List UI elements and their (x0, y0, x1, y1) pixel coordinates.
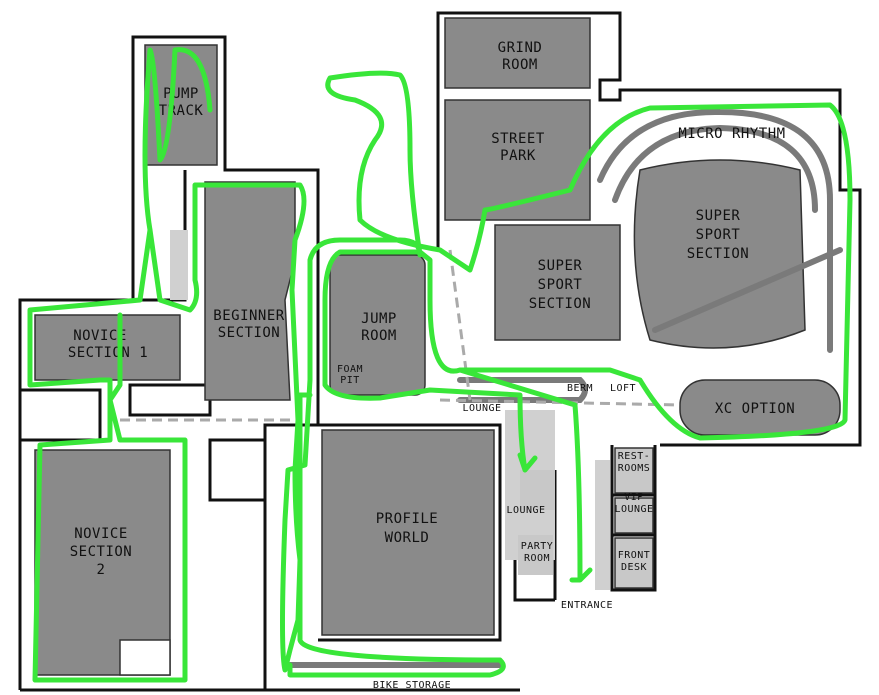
novice-section-2 (34, 449, 171, 676)
lounge-room (520, 470, 555, 510)
novice-section-1 (34, 314, 181, 381)
vip-lounge-room (614, 497, 654, 534)
profile-world (321, 429, 495, 636)
label-xc-option: XC OPTION (715, 401, 795, 417)
super-sport-big (633, 159, 806, 349)
label-bike-storage: BIKE STORAGE (373, 680, 451, 691)
label-entrance: ENTRANCE (561, 600, 613, 611)
label-micro-rhythm: MICRO RHYTHM (678, 126, 785, 142)
route-line (142, 47, 853, 678)
front-desk-room (614, 537, 654, 589)
label-lounge-upper: LOUNGE (462, 403, 501, 414)
street-park (444, 99, 591, 221)
label-berm: BERM (567, 383, 593, 394)
restrooms-room (614, 447, 654, 494)
party-room (518, 535, 553, 575)
rooms (34, 17, 841, 676)
super-sport-small (494, 224, 621, 341)
label-restrooms: REST-ROOMS (618, 451, 651, 474)
route-line-west (27, 227, 188, 683)
label-loft: LOFT (610, 383, 636, 394)
jump-room (329, 254, 426, 396)
beginner-section (204, 181, 296, 401)
label-lounge: LOUNGE (506, 505, 545, 516)
grind-room (444, 17, 591, 89)
